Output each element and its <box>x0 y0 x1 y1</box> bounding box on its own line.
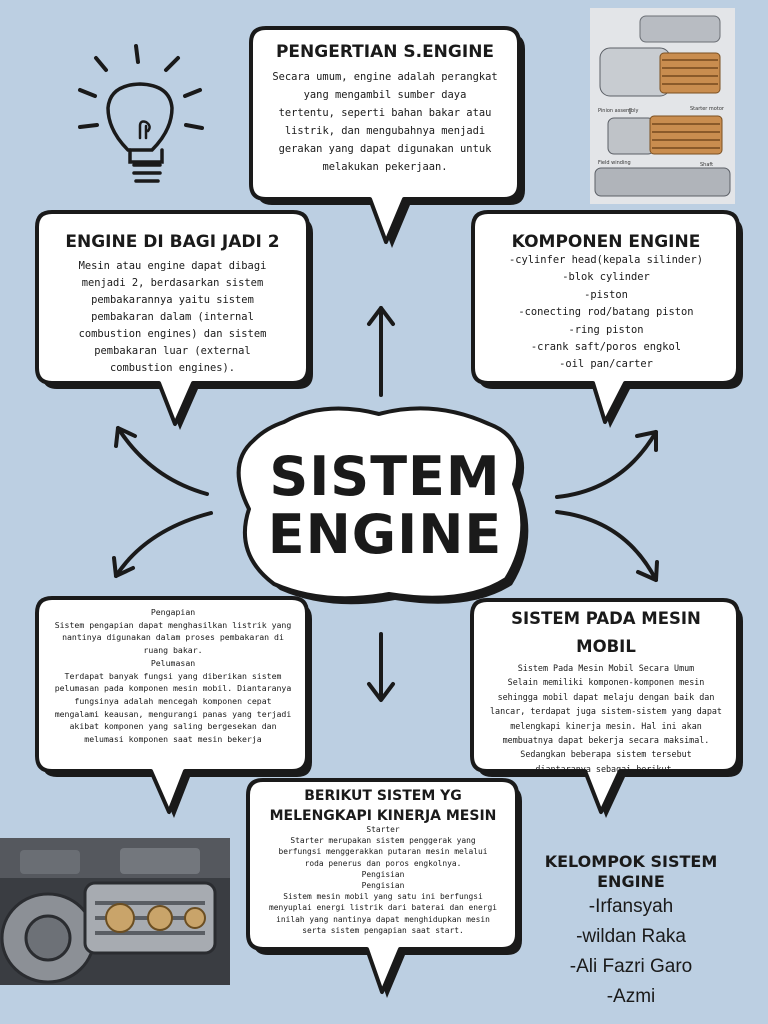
bubble-pengertian: PENGERTIAN S.ENGINE Secara umum, engine … <box>254 42 516 176</box>
gearbox-engine-illustration <box>0 838 230 985</box>
komponen-item: -ring piston <box>568 323 644 336</box>
diagram-label-starter: Starter motor <box>690 106 725 112</box>
pengertian-title: PENGERTIAN S.ENGINE <box>275 42 495 62</box>
berikut-title: BERIKUT SISTEM YG MELENGKAPI KINERJA MES… <box>269 788 497 824</box>
central-title-line2: ENGINE <box>267 503 503 566</box>
sistem-mobil-text: Sistem Pada Mesin Mobil Secara Umum Sela… <box>490 663 722 774</box>
gearbox-engine-photo <box>0 838 230 985</box>
komponen-item: -piston <box>584 288 628 301</box>
bubble-pengertian-shape <box>249 26 525 248</box>
pengapian-text: Pengapian Sistem pengapian dapat menghas… <box>54 607 292 745</box>
komponen-list: -cylinfer head(kepala silinder) -blok cy… <box>476 252 736 374</box>
lightbulb-icon <box>78 44 204 183</box>
bubble-berikut: BERIKUT SISTEM YG MELENGKAPI KINERJA MES… <box>252 786 514 936</box>
dibagi-text: Mesin atau engine dapat dibagi menjadi 2… <box>78 260 267 374</box>
komponen-item: -blok cylinder <box>562 271 650 284</box>
komponen-item: -conecting rod/batang piston <box>518 306 694 319</box>
arrow-upper-right <box>555 430 658 499</box>
diagram-label-pinion: Pinion assembly <box>598 108 638 114</box>
starter-motor-illustration <box>594 15 731 197</box>
komponen-item: -crank saft/poros engkol <box>530 341 682 354</box>
diagram-label-shaft: Shaft <box>700 162 713 168</box>
bubble-dibagi-shape <box>35 210 313 430</box>
bubble-komponen: KOMPONEN ENGINE -cylinfer head(kepala si… <box>476 232 736 374</box>
arrow-lower-right <box>555 510 659 582</box>
starter-motor-diagram-image: Starter motor Pinion assembly Field wind… <box>590 8 735 204</box>
komponen-title: KOMPONEN ENGINE <box>511 232 701 252</box>
bubble-pengapian-shape <box>35 596 312 818</box>
diagram-label-field: Field winding <box>598 160 631 166</box>
komponen-item: -cylinfer head(kepala silinder) <box>509 254 703 266</box>
bubble-sistem-mobil-shape <box>470 598 743 818</box>
member-name: -Irfansyah <box>588 896 674 917</box>
bubble-sistem-mobil: SISTEM PADA MESIN MOBIL Sistem Pada Mesi… <box>476 605 736 776</box>
arrow-up <box>367 306 395 397</box>
central-title-line1: SISTEM <box>269 445 501 508</box>
komponen-item: -oil pan/carter <box>559 358 653 371</box>
member-name: -Ali Fazri Garo <box>569 956 693 977</box>
bubble-dibagi: ENGINE DI BAGI JADI 2 Mesin atau engine … <box>40 232 305 377</box>
arrow-lower-left <box>112 511 213 578</box>
pengertian-text: Secara umum, engine adalah perangkat yan… <box>272 71 498 173</box>
group-members: KELOMPOK SISTEM ENGINE -Irfansyah -wilda… <box>526 852 736 1012</box>
bubble-pengapian: Pengapian Sistem pengapian dapat menghas… <box>42 606 304 746</box>
bubble-komponen-shape <box>471 210 743 428</box>
member-name: -wildan Raka <box>576 926 686 947</box>
arrow-upper-left <box>114 426 209 496</box>
central-cloud-shape <box>236 406 529 605</box>
berikut-text: Starter Starter merupakan sistem pengger… <box>268 825 498 935</box>
member-name: -Azmi <box>606 986 656 1007</box>
arrow-down <box>367 632 395 702</box>
sistem-mobil-title: SISTEM PADA MESIN MOBIL <box>511 609 701 656</box>
group-title: KELOMPOK SISTEM ENGINE <box>544 852 718 891</box>
central-title: SISTEM ENGINE <box>250 448 520 564</box>
bubble-berikut-shape <box>246 778 522 998</box>
dibagi-title: ENGINE DI BAGI JADI 2 <box>65 232 280 252</box>
